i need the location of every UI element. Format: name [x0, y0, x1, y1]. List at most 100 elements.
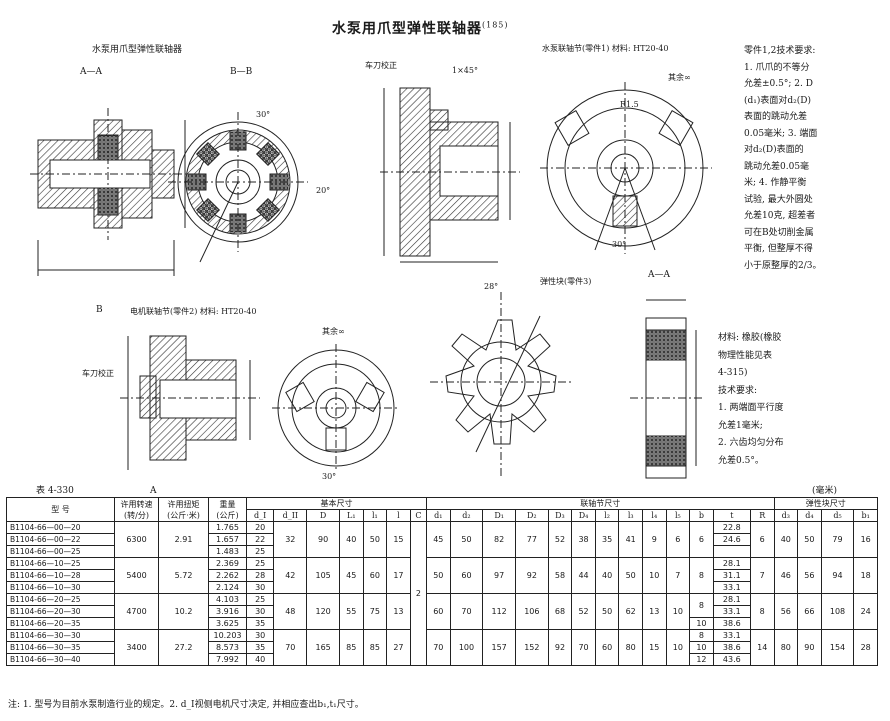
cell-dII: 48 [273, 593, 308, 630]
col-header-9: D₁ [482, 509, 516, 522]
cell-dI: 25 [245, 545, 275, 558]
cell-torque: 5.72 [158, 557, 209, 594]
cell-t: 33.1 [712, 581, 751, 594]
cell-L1: 40 [338, 521, 364, 558]
footnote: 注: 1. 型号为目前水泵制造行业的规定。2. d_I视侧电机尺寸决定, 并相应… [8, 700, 364, 710]
col-header-0: d_I [245, 509, 275, 522]
part1-section-drawing [380, 88, 520, 262]
col-header-4: l₁ [362, 509, 388, 522]
part2-section-drawing [120, 336, 260, 470]
part3-section-label: A—A [648, 270, 670, 280]
part3-title: 弹性块(零件3) [540, 277, 592, 286]
col-header-1: d_II [273, 509, 308, 522]
cell-weight: 2.369 [208, 557, 247, 570]
cell-weight: 1.483 [208, 545, 247, 558]
col-header-22: d₅ [820, 509, 855, 522]
cell-d1: 60 [426, 593, 451, 630]
col-header-17: b [689, 509, 714, 522]
cell-model: B1104-66—20—25 [6, 593, 115, 606]
cell-d4: 56 [797, 557, 822, 594]
cell-l: 27 [386, 629, 411, 666]
cell-d4: 66 [797, 593, 822, 630]
cell-dI: 22 [245, 533, 275, 546]
cell-d5: 94 [820, 557, 855, 594]
col-header-7: d₁ [426, 509, 451, 522]
cell-D4: 38 [571, 521, 596, 558]
cell-l2: 35 [594, 521, 620, 558]
cell-d1: 45 [426, 521, 451, 558]
cell-t [712, 545, 751, 558]
cell-L1: 55 [338, 593, 364, 630]
cell-dI: 20 [245, 521, 275, 534]
cell-d5: 154 [820, 629, 855, 666]
cell-D3: 68 [547, 593, 573, 630]
section-aa-label: A—A [80, 67, 102, 77]
part1-title: 水泵联轴节(零件1) 材料: HT20-40 [542, 44, 669, 53]
cell-t: 38.6 [712, 641, 751, 654]
cell-d4: 50 [797, 521, 822, 558]
others-label-2: 其余∞ [322, 327, 345, 336]
col-header-20: d₃ [773, 509, 799, 522]
cell-D2: 106 [514, 593, 549, 630]
col-header-6: C [409, 509, 428, 522]
col-header-13: l₂ [594, 509, 620, 522]
cell-b: 6 [689, 521, 714, 558]
cell-dI: 25 [245, 593, 275, 606]
cell-dI: 30 [245, 605, 275, 618]
cell-weight: 3.625 [208, 617, 247, 630]
cell-weight: 7.992 [208, 653, 247, 666]
cell-d5: 108 [820, 593, 855, 630]
cell-dII: 32 [273, 521, 308, 558]
cell-t: 24.6 [712, 533, 751, 546]
part3-front-view-drawing [430, 292, 572, 478]
cell-model: B1104-66—00—25 [6, 545, 115, 558]
turn-correction-label-1: 车刀校正 [365, 61, 397, 70]
cell-t: 28.1 [712, 557, 751, 570]
cell-l: 13 [386, 593, 411, 630]
cell-dI: 40 [245, 653, 275, 666]
cell-t: 43.6 [712, 653, 751, 666]
cell-b: 8 [689, 629, 714, 642]
cell-dI: 30 [245, 581, 275, 594]
cell-d5: 79 [820, 521, 855, 558]
cell-d2: 50 [449, 521, 484, 558]
col-speed: 许用转速(转/分) [114, 497, 159, 522]
cell-t: 31.1 [712, 569, 751, 582]
col-torque: 许用扭矩(公斤·米) [158, 497, 209, 522]
part2-end-view-drawing [272, 344, 400, 472]
cell-l2: 40 [594, 557, 620, 594]
col-header-18: t [712, 509, 751, 522]
dimension-table-container: 型 号 许用转速(转/分) 许用扭矩(公斤·米) 重量(公斤) 基本尺寸 联轴节… [6, 497, 878, 666]
page-title: 水泵用爪型弹性联轴器(185) [332, 20, 509, 37]
cell-weight: 2.124 [208, 581, 247, 594]
cell-D3: 52 [547, 521, 573, 558]
col-header-3: L₁ [338, 509, 364, 522]
cell-model: B1104-66—10—30 [6, 581, 115, 594]
group-coupling-dims: 联轴节尺寸 [426, 497, 775, 510]
cell-d3: 40 [773, 521, 799, 558]
cell-D4: 44 [571, 557, 596, 594]
cell-weight: 3.916 [208, 605, 247, 618]
cell-C: 2 [409, 521, 428, 666]
cell-L1: 85 [338, 629, 364, 666]
cell-model: B1104-66—20—35 [6, 617, 115, 630]
cell-l: 17 [386, 557, 411, 594]
col-header-23: b₁ [853, 509, 878, 522]
cell-D4: 52 [571, 593, 596, 630]
table-header-row-1: 型 号 许用转速(转/分) 许用扭矩(公斤·米) 重量(公斤) 基本尺寸 联轴节… [6, 497, 878, 522]
cell-b: 10 [689, 617, 714, 630]
col-header-11: D₃ [547, 509, 573, 522]
cell-D2: 77 [514, 521, 549, 558]
cell-b: 10 [689, 641, 714, 654]
cell-l2: 50 [594, 593, 620, 630]
cell-d3: 80 [773, 629, 799, 666]
cell-L1: 45 [338, 557, 364, 594]
cell-dI: 25 [245, 557, 275, 570]
cell-l3: 50 [618, 557, 643, 594]
cell-speed: 6300 [114, 521, 159, 558]
